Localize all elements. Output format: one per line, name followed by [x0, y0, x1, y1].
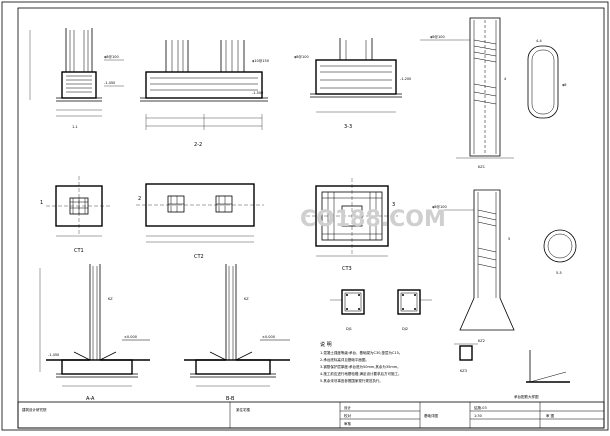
svg-text:5-5: 5-5 [556, 271, 562, 275]
svg-text:2: 2 [138, 196, 141, 202]
checker: 校对 [344, 413, 352, 418]
svg-text:φ8@100: φ8@100 [430, 35, 445, 39]
detail-section-3-3: φ8@100 -1.200 3-3 [294, 38, 411, 130]
section-3-3-label: 3-3 [344, 124, 352, 130]
svg-text:-1.200: -1.200 [400, 77, 411, 81]
svg-text:-1.450: -1.450 [48, 353, 59, 357]
detail-cap-reinforcement: 承台配筋大样图 [514, 350, 570, 399]
svg-text:3: 3 [392, 202, 395, 208]
detail-section-1: φ8@100 -1.450 1-1 [29, 28, 124, 129]
svg-text:KZ: KZ [244, 297, 249, 301]
dj2-label: DJ2 [402, 327, 408, 331]
svg-text:φ8@100: φ8@100 [294, 55, 309, 59]
plan-ct3: 3 CT3 [306, 178, 398, 272]
note-1: 1.混凝土强度等级:承台、基础梁为C30,垫层为C15。 [320, 350, 402, 355]
scale: 1:30 [474, 414, 482, 418]
svg-text:-1.450: -1.450 [104, 81, 115, 85]
dj1-label: DJ1 [346, 327, 352, 331]
stamp: 审 图 [546, 413, 555, 418]
project-name: 某住宅楼 [236, 407, 250, 412]
detail-dj1: DJ1 [330, 289, 365, 331]
svg-text:φ10@150: φ10@150 [252, 59, 269, 63]
svg-text:KZ2: KZ2 [478, 339, 485, 343]
detail-column-5: φ8@100 KZ2 5 5-5 [432, 189, 577, 343]
svg-text:KZ: KZ [108, 297, 113, 301]
plan-ct1-label: CT1 [74, 248, 84, 254]
plan-ct2-label: CT2 [194, 254, 204, 260]
svg-text:±0.000: ±0.000 [262, 335, 275, 339]
plan-ct3-label: CT3 [342, 266, 352, 272]
section-2-2-label: 2-2 [194, 142, 202, 148]
detail-dj2: DJ2 [397, 289, 432, 331]
notes-header: 说 明 [320, 341, 332, 348]
note-3: 3.钢筋保护层厚度:承台底为50mm,其余为35mm。 [320, 364, 401, 369]
title-block: 建筑设计研究院 某住宅楼 设计 校对 审核 基础详图 结施-03 1:30 审 … [17, 401, 605, 429]
svg-text:±0.000: ±0.000 [124, 335, 137, 339]
plan-ct2: 2 CT2 [136, 183, 264, 260]
svg-text:5: 5 [508, 237, 510, 241]
sheet-number: 结施-03 [474, 405, 487, 410]
section-aa: KZ -1.450 ±0.000 A-A [39, 264, 150, 402]
company-name: 建筑设计研究院 [22, 407, 47, 412]
note-2: 2.承台底标高详见基础平面图。 [320, 357, 369, 362]
detail-section-2-2: φ10@150 -1.500 2-2 [140, 40, 269, 148]
notes-block: 说 明 1.混凝土强度等级:承台、基础梁为C30,垫层为C15。 2.承台底标高… [320, 341, 402, 383]
svg-text:4: 4 [504, 77, 507, 81]
svg-text:-1.500: -1.500 [252, 91, 263, 95]
svg-text:φ8@100: φ8@100 [104, 55, 119, 59]
svg-text:φ8: φ8 [562, 83, 567, 87]
svg-text:4-4: 4-4 [536, 39, 542, 43]
plan-ct1: 1 CT1 [40, 176, 112, 254]
watermark: CO188.COM [300, 207, 446, 232]
svg-text:φ8@100: φ8@100 [432, 205, 447, 209]
note-4: 4.施工前应进行地基验槽,满足设计要求后方可施工。 [320, 371, 401, 376]
cap-detail-label: 承台配筋大样图 [514, 394, 539, 399]
detail-small-col: KZ3 [454, 343, 478, 373]
section-bb-label: B-B [226, 396, 235, 402]
svg-text:1: 1 [40, 200, 43, 206]
detail-column-4: φ8@100 KZ1 4 4-4 φ8 [420, 17, 567, 169]
section-bb: KZ ±0.000 B-B [184, 264, 290, 402]
svg-text:KZ3: KZ3 [460, 369, 467, 373]
svg-text:1-1: 1-1 [72, 125, 78, 129]
note-5: 5.其余未尽事宜参照国家现行规范执行。 [320, 378, 383, 383]
designer: 设计 [344, 405, 352, 410]
svg-text:KZ1: KZ1 [478, 165, 485, 169]
section-aa-label: A-A [86, 396, 95, 402]
approver: 审核 [344, 421, 352, 426]
drawing-title: 基础详图 [424, 413, 438, 418]
